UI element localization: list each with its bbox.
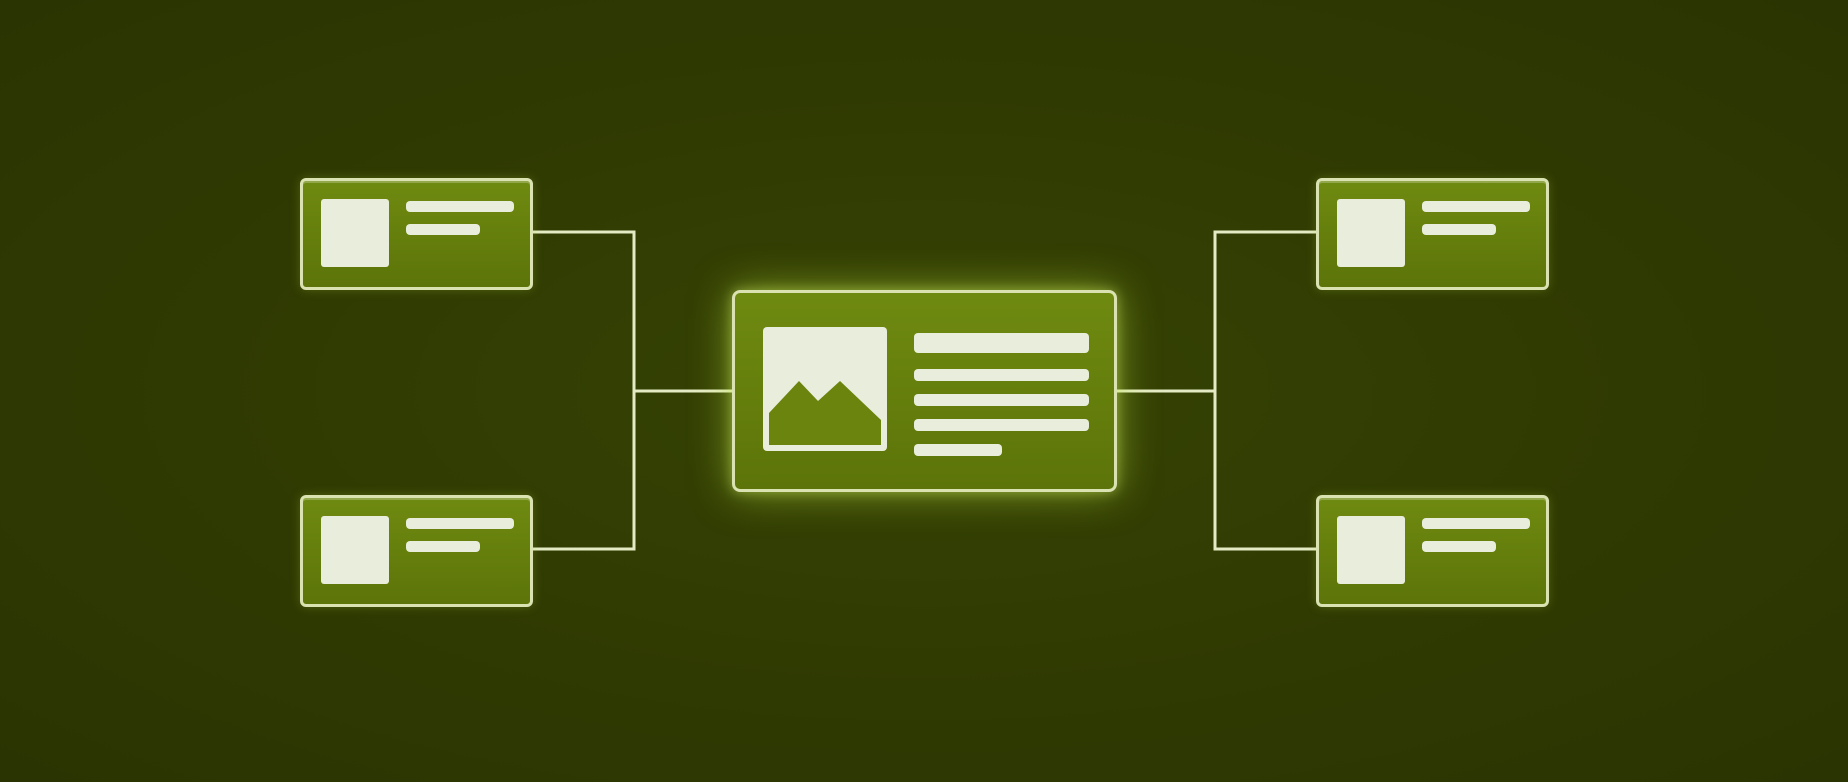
- node-left-bottom[interactable]: [300, 495, 533, 607]
- thumbnail-icon: [321, 199, 389, 267]
- text-placeholder-line: [914, 394, 1089, 406]
- thumbnail-icon: [321, 516, 389, 584]
- text-placeholder-line: [1422, 224, 1496, 235]
- connector-left-top: [532, 230, 733, 393]
- text-placeholder-line: [406, 201, 514, 212]
- mountain-icon: [769, 381, 881, 445]
- text-placeholder-line: [914, 444, 1002, 456]
- text-placeholder-line: [406, 518, 514, 529]
- text-placeholder-line: [1422, 541, 1496, 552]
- text-placeholder-line: [1422, 201, 1530, 212]
- text-placeholder-line: [406, 224, 480, 235]
- node-right-bottom[interactable]: [1316, 495, 1549, 607]
- connector-right-top: [1115, 230, 1316, 393]
- image-icon: [763, 327, 887, 451]
- thumbnail-icon: [1337, 516, 1405, 584]
- text-placeholder-line: [914, 419, 1089, 431]
- connector-right-bottom: [1213, 391, 1316, 551]
- text-placeholder-line: [914, 369, 1089, 381]
- node-right-top[interactable]: [1316, 178, 1549, 290]
- text-placeholder-line: [1422, 518, 1530, 529]
- connector-left-bottom: [532, 391, 636, 551]
- thumbnail-icon: [1337, 199, 1405, 267]
- node-center[interactable]: [732, 290, 1117, 492]
- text-placeholder-title: [914, 333, 1089, 353]
- text-placeholder-line: [406, 541, 480, 552]
- node-left-top[interactable]: [300, 178, 533, 290]
